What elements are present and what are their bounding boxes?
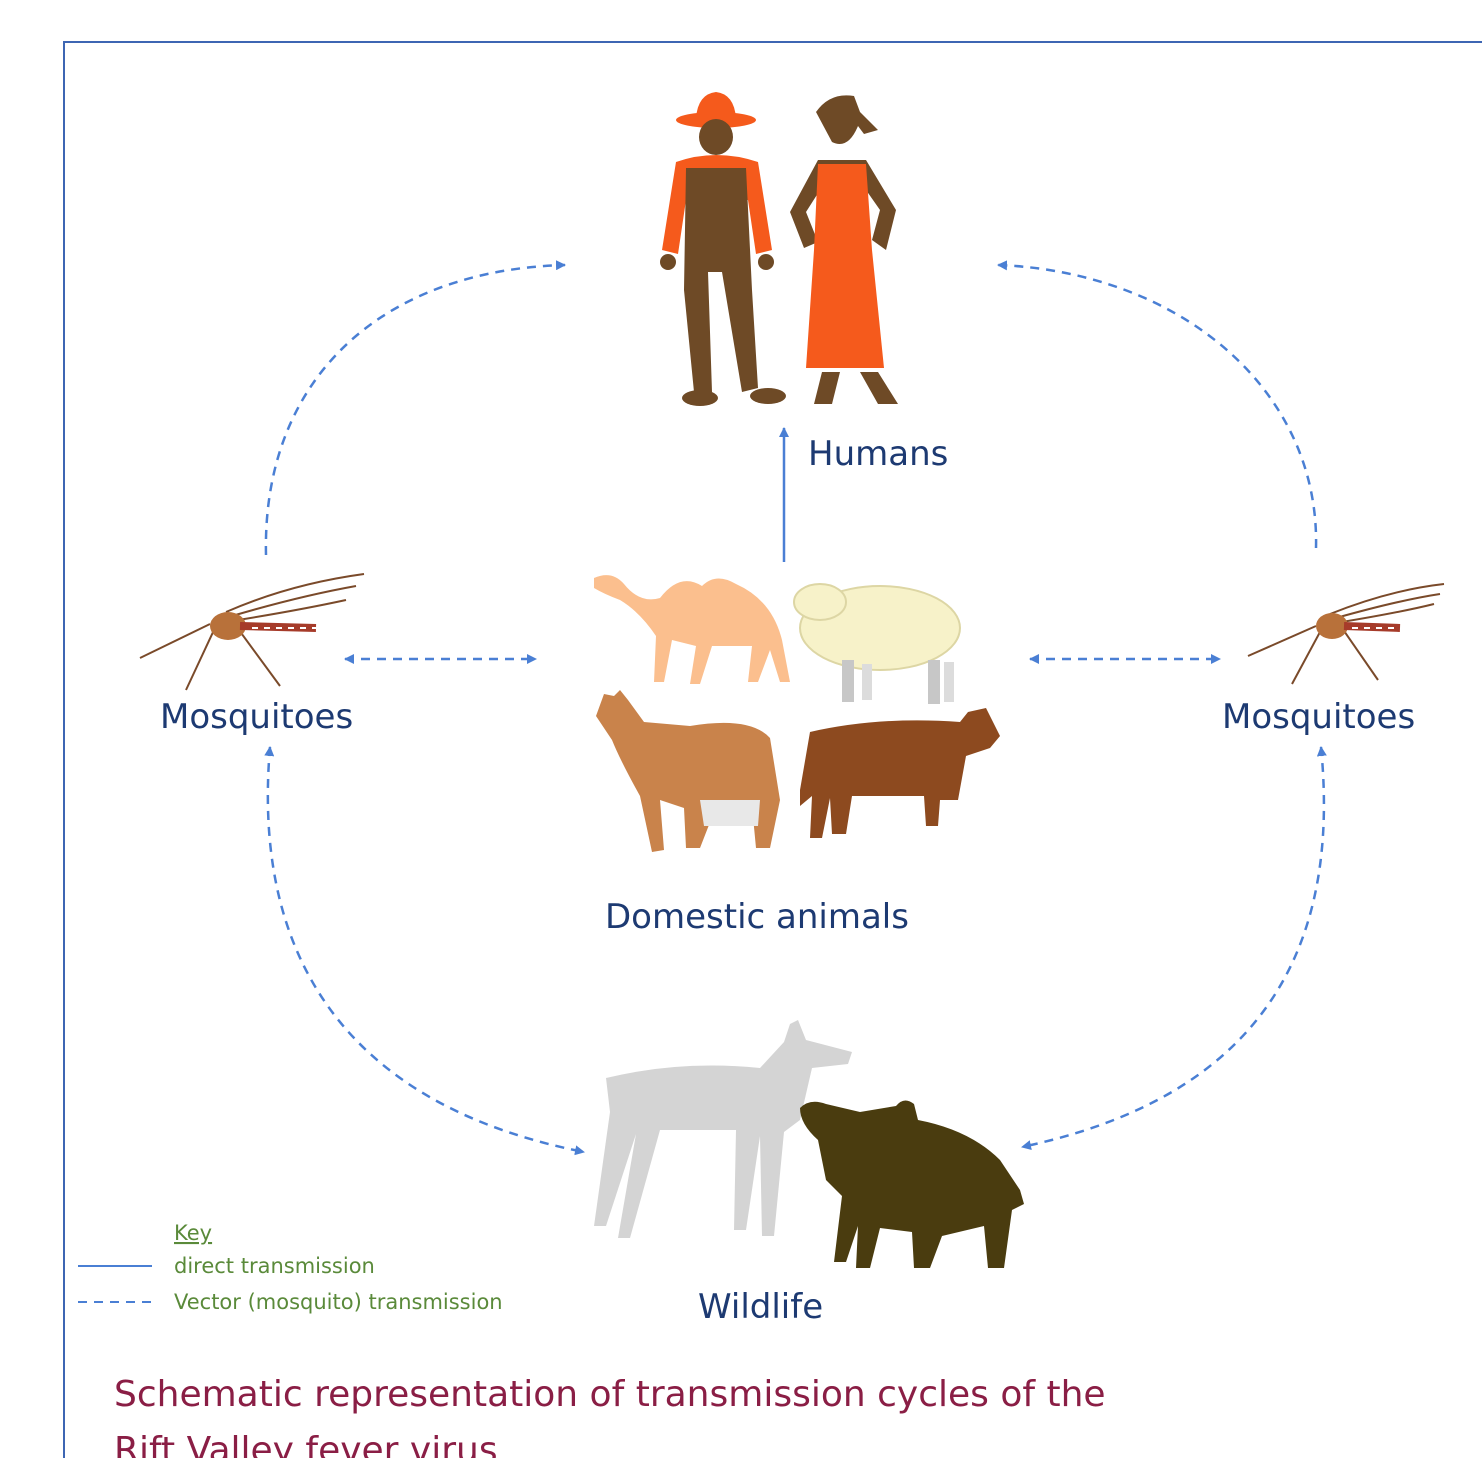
arrow-mosquito-left-to-humans bbox=[266, 265, 565, 555]
arrows bbox=[266, 265, 1324, 1152]
mosquitoes-right-label: Mosquitoes bbox=[1222, 697, 1415, 737]
arrow-mosquito-right-to-humans bbox=[998, 265, 1316, 548]
humans-label: Humans bbox=[808, 434, 948, 474]
caption-line-2: Rift Valley fever virus bbox=[114, 1430, 498, 1458]
wildlife-label: Wildlife bbox=[698, 1287, 823, 1327]
goat-illustration bbox=[596, 690, 780, 852]
buffalo-illustration bbox=[800, 1100, 1024, 1268]
domestic-animals-label: Domestic animals bbox=[605, 897, 909, 937]
legend-title: Key bbox=[174, 1221, 212, 1245]
woman-illustration bbox=[790, 95, 898, 404]
sheep-illustration bbox=[794, 584, 960, 704]
legend-vector-label: Vector (mosquito) transmission bbox=[174, 1290, 503, 1314]
legend: Key direct transmission Vector (mosquito… bbox=[78, 1221, 503, 1314]
caption-line-1: Schematic representation of transmission… bbox=[114, 1374, 1106, 1415]
cow-illustration bbox=[800, 708, 1000, 838]
camel-illustration bbox=[594, 575, 790, 684]
mosquitoes-left-label: Mosquitoes bbox=[160, 697, 353, 737]
frame-border bbox=[64, 42, 1482, 1458]
mosquito-left-illustration bbox=[140, 574, 364, 690]
farmer-man-illustration bbox=[660, 92, 786, 406]
arrow-mosquito-left-wildlife bbox=[268, 747, 584, 1152]
arrow-mosquito-right-wildlife bbox=[1022, 747, 1324, 1147]
legend-direct-label: direct transmission bbox=[174, 1254, 375, 1278]
mosquito-right-illustration bbox=[1248, 584, 1444, 684]
